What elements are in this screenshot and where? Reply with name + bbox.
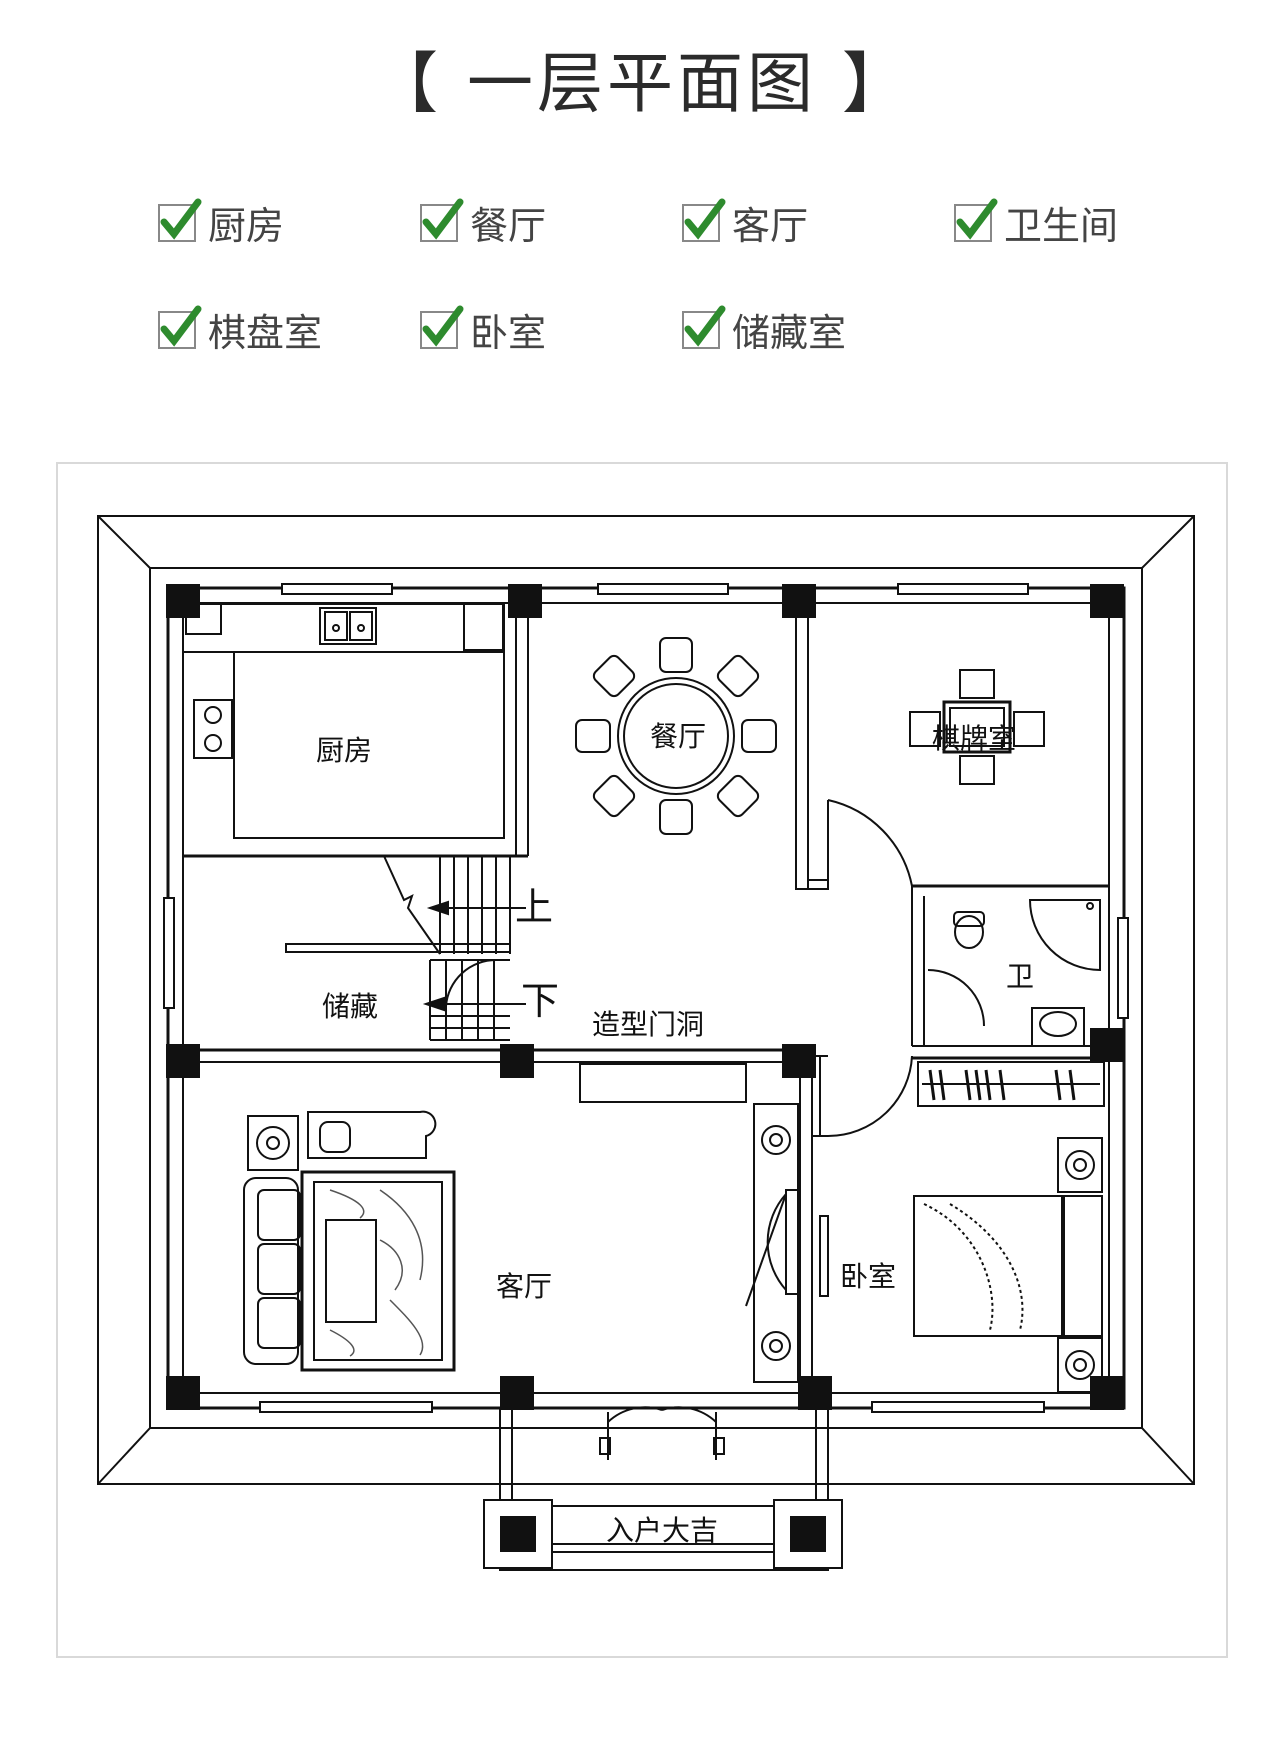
- feature-item-living: 客厅: [682, 195, 808, 250]
- feature-item-bathroom: 卫生间: [954, 195, 1118, 250]
- floor-plan-frame: [56, 462, 1228, 1658]
- exterior-wall-inner: [182, 602, 1110, 1394]
- feature-label: 棋盘室: [208, 311, 323, 355]
- roof-outline: [97, 515, 1195, 1485]
- checkmark-icon: [420, 305, 464, 349]
- room-label-bath: 卫: [1006, 960, 1034, 993]
- roof-inner: [149, 567, 1143, 1429]
- page-title: 【 一层平面图 】: [372, 45, 912, 122]
- room-label-living: 客厅: [496, 1270, 552, 1303]
- room-label-chess: 棋牌室: [932, 722, 1016, 755]
- room-label-dining: 餐厅: [650, 720, 706, 753]
- feature-item-chess-room: 棋盘室: [158, 302, 322, 357]
- stair-down-label: 下: [521, 979, 559, 1023]
- exterior-wall-outer: [166, 586, 1126, 1410]
- checkmark-icon: [158, 305, 202, 349]
- feature-label: 卧室: [470, 311, 547, 355]
- feature-label: 客厅: [732, 204, 809, 248]
- checkmark-icon: [682, 198, 726, 242]
- room-label-entrance: 入户大吉: [606, 1514, 718, 1547]
- feature-label: 厨房: [208, 204, 285, 248]
- stair-up-label: 上: [515, 885, 553, 929]
- checkmark-icon: [682, 305, 726, 349]
- room-label-kitchen: 厨房: [316, 734, 372, 767]
- label-arch-opening: 造型门洞: [592, 1008, 704, 1041]
- checkmark-icon: [420, 198, 464, 242]
- checkmark-icon: [954, 198, 998, 242]
- feature-item-kitchen: 厨房: [158, 195, 284, 250]
- feature-item-dining: 餐厅: [420, 195, 546, 250]
- checkmark-icon: [158, 198, 202, 242]
- feature-item-storage: 储藏室: [682, 302, 846, 357]
- feature-label: 储藏室: [732, 311, 847, 355]
- room-label-bedroom: 卧室: [840, 1260, 896, 1293]
- feature-item-bedroom: 卧室: [420, 302, 546, 357]
- feature-label: 餐厅: [470, 204, 547, 248]
- feature-label: 卫生间: [1004, 204, 1119, 248]
- room-label-storage: 储藏: [322, 990, 378, 1023]
